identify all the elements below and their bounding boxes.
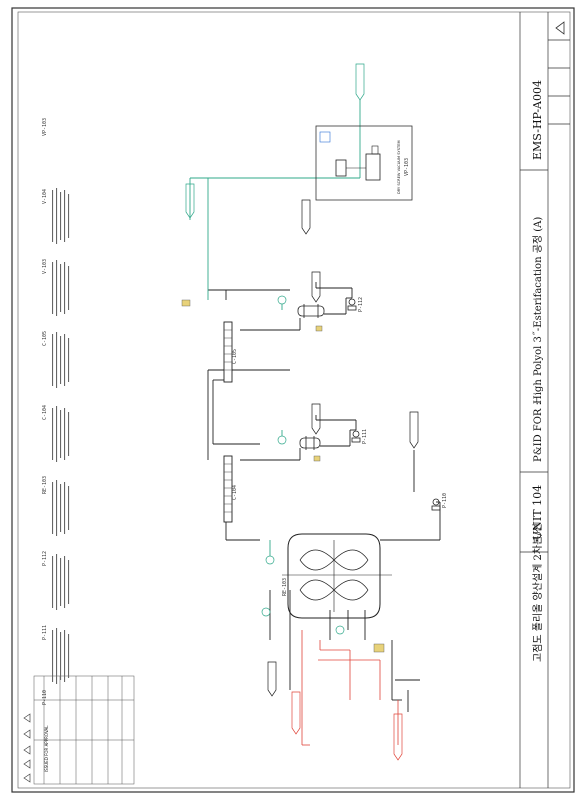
column-c-104 xyxy=(223,455,233,523)
title-block xyxy=(519,12,570,788)
column-c-105 xyxy=(223,321,233,383)
column-c-105-tag: C-105 xyxy=(232,349,238,364)
pump-p-112 xyxy=(347,298,357,311)
pid-title-prefix: P&ID FOR : xyxy=(533,402,544,462)
vacuum-system-vp-103 xyxy=(315,125,413,201)
column-c-104-tag: C-104 xyxy=(232,485,238,500)
revision-triangles xyxy=(23,713,31,783)
reactor-tag: RE-103 xyxy=(282,578,288,596)
equipment-list-item: P-110 xyxy=(42,690,48,705)
inner-border xyxy=(17,11,571,789)
instrument-bubbles xyxy=(261,295,345,635)
svg-text:P-110: P-110 xyxy=(42,690,48,705)
off-sheet-connectors xyxy=(267,199,419,697)
pump-p-110-tag: P-110 xyxy=(442,493,448,508)
equipment-tag-v104: V-104 xyxy=(42,189,48,204)
unit-label: UNIT 104 xyxy=(531,485,544,540)
revision-block xyxy=(33,675,135,785)
pump-p-111 xyxy=(351,430,361,443)
equipment-tag-vp103: VP-103 xyxy=(42,118,48,136)
reactor-re-103 xyxy=(282,533,392,619)
drawing-number: EMS-HP-A004 xyxy=(531,80,544,160)
process-lines xyxy=(207,282,441,712)
equipment-tag-v103: V-103 xyxy=(42,259,48,274)
equipment-tag-p111: P-111 xyxy=(42,625,48,640)
equipment-tag-p112: P-112 xyxy=(42,551,48,566)
receiver-2 xyxy=(297,304,325,318)
vacuum-system-tag: VP-103 xyxy=(404,158,410,176)
equipment-tag-re103: RE-103 xyxy=(42,476,48,494)
project-title: 고점도 폴리올 양산설계 2차본/선 xyxy=(532,523,544,662)
title-block-revision-triangle xyxy=(555,21,565,35)
equipment-tag-c105: C-105 xyxy=(42,331,48,346)
pid-title: High Polyol 3˝-Esterifacation 공정 (A) xyxy=(532,217,544,404)
utility-lines xyxy=(301,630,399,746)
instrument-tags xyxy=(181,299,385,653)
outer-border xyxy=(11,7,575,793)
off-sheet-connectors-colored xyxy=(185,63,403,761)
vacuum-system-caption: DRY SCREW VACUUM SYSTEM xyxy=(397,140,401,194)
pump-p-111-tag: P-111 xyxy=(362,429,368,444)
equipment-list-details xyxy=(52,188,70,684)
issue-note: ISSUED FOR APPROVAL xyxy=(44,725,49,772)
receiver-1 xyxy=(299,436,321,450)
pump-p-110 xyxy=(431,498,441,511)
vent-lines xyxy=(189,100,361,560)
pump-p-112-tag: P-112 xyxy=(358,297,364,312)
equipment-tag-c104: C-104 xyxy=(42,405,48,420)
equipment-list: P-110 xyxy=(42,690,48,705)
